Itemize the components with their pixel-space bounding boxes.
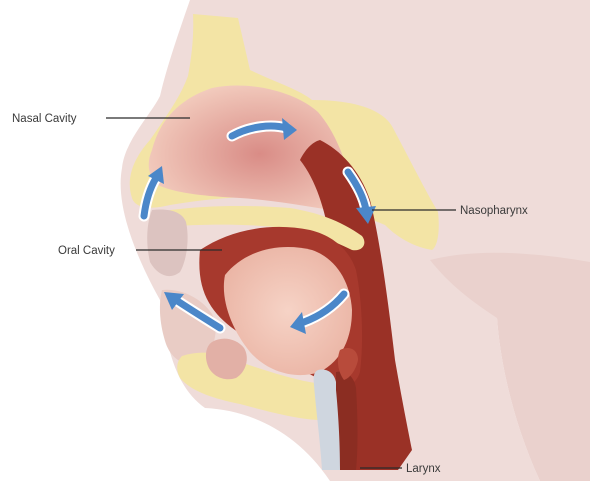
label-larynx: Larynx <box>406 463 441 475</box>
label-nasal-cavity: Nasal Cavity <box>12 113 77 125</box>
label-oral-cavity: Oral Cavity <box>58 245 115 257</box>
upper-lip <box>147 210 187 277</box>
label-nasopharynx: Nasopharynx <box>460 205 528 217</box>
